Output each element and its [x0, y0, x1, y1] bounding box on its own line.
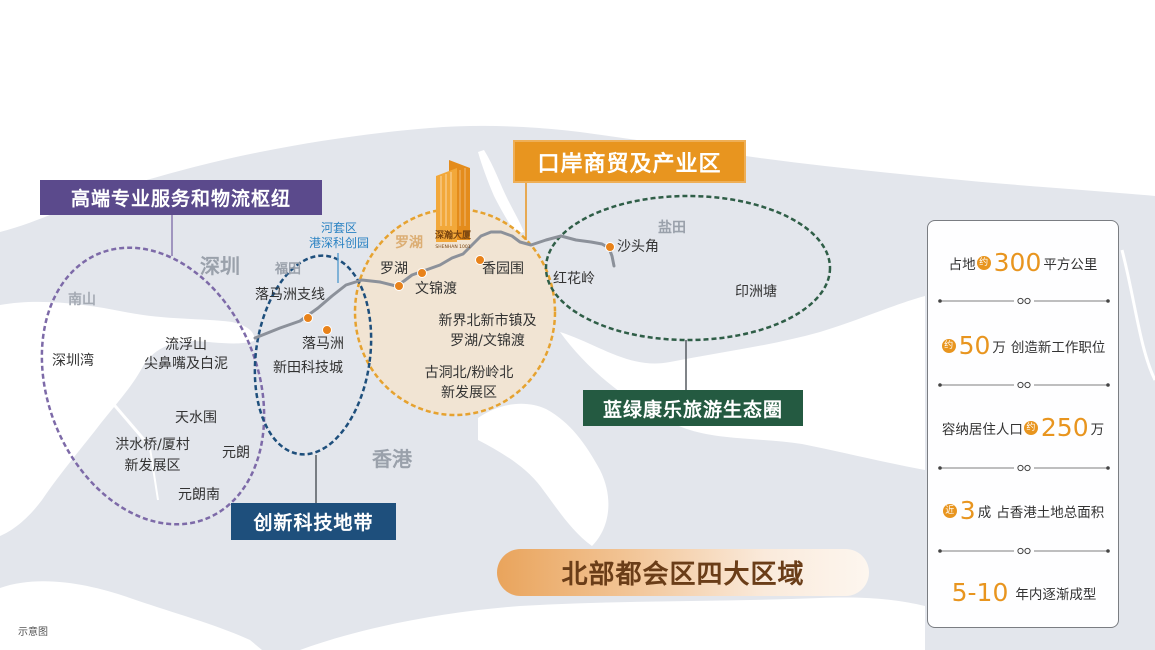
- divider-ornament-icon: [938, 547, 1110, 555]
- stat-lead: 占地: [948, 257, 976, 273]
- region-yantian: 盐田: [658, 220, 686, 236]
- place-label-line: 新界北新市镇及: [438, 313, 537, 329]
- logistics-hub-zone-ellipse: [40, 246, 266, 526]
- region-nanshan: 南山: [68, 292, 96, 308]
- stat-value: 250: [1040, 413, 1089, 442]
- stat-near-badge: 近: [942, 504, 957, 518]
- zone-label-logistics-hub: 高端专业服务和物流枢纽: [40, 180, 322, 215]
- port-trade-zone-ellipse: [353, 207, 557, 417]
- place-shenzhen-bay: 深圳湾: [52, 353, 94, 369]
- place-yuen-long: 元朗: [222, 445, 250, 461]
- innovation-tech-zone-ellipse: [253, 254, 373, 456]
- south-sea-water: [300, 597, 925, 650]
- schematic-note: 示意图: [18, 627, 48, 638]
- place-heung-yuen-wai: 香园围: [482, 261, 524, 277]
- stat-value: 3: [959, 496, 976, 525]
- stat-unit: 年内逐渐成型: [1015, 587, 1097, 603]
- west-sea-water: [0, 581, 262, 650]
- stat-value: 50: [958, 331, 991, 360]
- marker-dot-sha-tau-kok: [605, 242, 615, 252]
- stat-unit: 平方公里: [1043, 257, 1098, 273]
- place-sha-tau-kok: 沙头角: [617, 239, 659, 255]
- stat-value: 300: [993, 248, 1042, 277]
- stat-jobs: 约 50 万 创造新工作职位: [928, 331, 1118, 361]
- place-hung-fa-leng: 红花岭: [553, 271, 595, 287]
- place-label-line: 新发展区: [124, 458, 181, 474]
- region-luohu: 罗湖: [395, 235, 423, 251]
- place-kwu-tung-north: 古洞北/粉岭北 新发展区: [410, 363, 528, 403]
- place-lok-ma-chau-spur-line: 落马洲支线: [255, 287, 325, 303]
- place-tin-shui-wai: 天水围: [175, 410, 217, 426]
- hetao-label-line: 港深科创园: [308, 236, 369, 250]
- stat-unit: 成: [977, 505, 992, 521]
- stats-panel: 占地 约 300 平方公里 约 50 万 创造新工作职位 容纳居住人口: [927, 220, 1119, 628]
- landmark-name: 深瀚大厦: [435, 229, 472, 241]
- place-label-line: 罗湖/文锦渡: [450, 333, 525, 349]
- stat-lead: 容纳居住人口: [941, 422, 1023, 438]
- stat-unit: 万: [992, 340, 1006, 356]
- river-line: [149, 447, 159, 501]
- place-lok-ma-chau: 落马洲: [302, 336, 344, 352]
- place-label-line: 流浮山: [165, 337, 207, 353]
- divider-ornament-icon: [938, 464, 1110, 472]
- place-label-line: 尖鼻嘴及白泥: [144, 356, 228, 372]
- river-line: [1120, 249, 1155, 381]
- region-shenzhen: 深圳: [200, 254, 240, 278]
- marker-dot-lok-ma-chau-spur: [303, 313, 313, 323]
- zone-label-eco-recreation: 蓝绿康乐旅游生态圈: [583, 390, 803, 426]
- place-label-line: 古洞北/粉岭北: [424, 365, 514, 381]
- stat-approx-badge: 约: [976, 256, 991, 270]
- marker-dot-man-kam-to: [417, 268, 427, 278]
- place-label-line: 新发展区: [441, 385, 497, 401]
- eco-recreation-zone-ellipse: [544, 194, 832, 342]
- map-title: 北部都会区四大区域: [497, 549, 869, 596]
- place-yuen-long-south: 元朗南: [178, 487, 220, 503]
- place-san-tin-technopole: 新田科技城: [273, 360, 343, 376]
- river-line: [96, 385, 148, 443]
- deep-bay-water: [0, 301, 255, 536]
- marker-dot-lo-wu: [394, 281, 404, 291]
- building-tower-icon: 深瀚大厦 SHENHAN 1001: [435, 160, 472, 250]
- hetao-label: 河套区 港深科创园: [299, 221, 379, 251]
- place-man-kam-to: 文锦渡: [415, 281, 457, 297]
- stat-timeline: 5-10 年内逐渐成型: [928, 578, 1118, 608]
- marker-dot-lok-ma-chau: [322, 325, 332, 335]
- stat-tail: 创造新工作职位: [1010, 340, 1106, 356]
- stat-tail: 占香港土地总面积: [996, 505, 1105, 521]
- place-lau-fau-shan: 流浮山 尖鼻嘴及白泥: [136, 336, 236, 374]
- stat-land-share: 近 3 成 占香港土地总面积: [928, 496, 1118, 526]
- river-inlet-water: [478, 150, 524, 234]
- divider-ornament-icon: [938, 381, 1110, 389]
- divider-ornament-icon: [938, 297, 1110, 305]
- stat-approx-badge: 约: [941, 339, 956, 353]
- stat-area: 占地 约 300 平方公里: [928, 248, 1118, 278]
- zone-label-port-trade: 口岸商贸及产业区: [513, 140, 746, 183]
- place-yan-chau-tong: 印洲塘: [735, 284, 777, 300]
- place-hung-shui-kiu: 洪水桥/厦村 新发展区: [100, 435, 205, 477]
- region-futian: 福田: [275, 262, 302, 277]
- region-hong-kong: 香港: [372, 447, 412, 471]
- zone-label-innovation-tech: 创新科技地带: [231, 503, 396, 540]
- place-label-line: 洪水桥/厦村: [115, 437, 190, 453]
- stat-unit: 万: [1090, 422, 1105, 438]
- marker-dot-heung-yuen-wai: [475, 255, 485, 265]
- hetao-label-line: 河套区: [320, 221, 357, 235]
- stat-value: 5-10: [951, 578, 1009, 607]
- boundary-line: [253, 230, 616, 340]
- mirs-bay-water: [560, 296, 925, 470]
- stat-approx-badge: 约: [1023, 421, 1038, 435]
- stat-population: 容纳居住人口 约 250 万: [928, 413, 1118, 443]
- landmark-name-en: SHENHAN 1001: [435, 244, 470, 250]
- place-lo-wu: 罗湖: [380, 261, 408, 277]
- tolo-harbour-water: [478, 403, 609, 546]
- place-nt-north-new-town: 新界北新市镇及 罗湖/文锦渡: [425, 311, 550, 351]
